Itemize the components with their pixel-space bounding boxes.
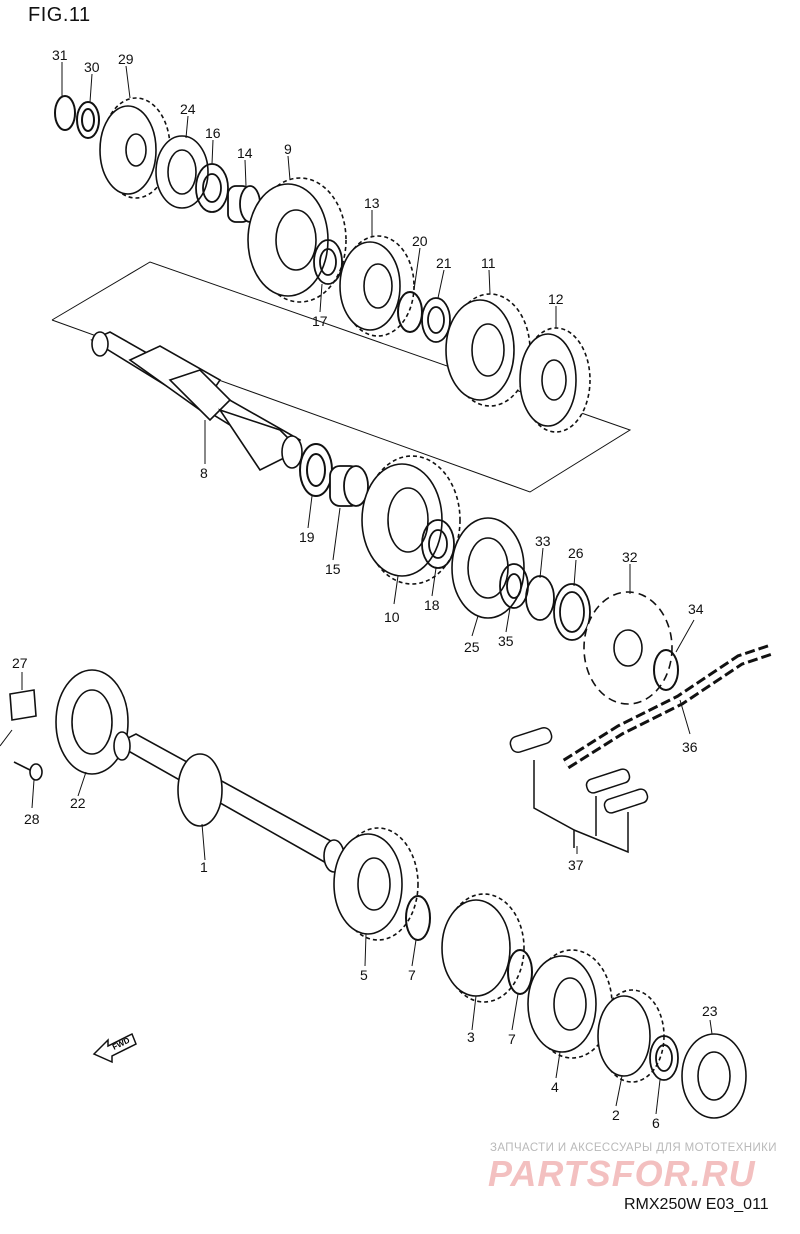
callout-30: 30 — [84, 59, 100, 75]
callout-24: 24 — [180, 101, 196, 117]
callout-16: 16 — [205, 125, 221, 141]
chain-joint-37 — [509, 726, 649, 854]
model-code: RMX250W E03_011 — [624, 1196, 769, 1213]
countershaft-frame — [51, 261, 632, 493]
gear-29 — [99, 97, 171, 199]
callout-4: 4 — [551, 1079, 559, 1095]
callout-9: 9 — [284, 141, 292, 157]
watermark-logo: PARTSFOR.RU — [488, 1153, 756, 1194]
washer-17 — [313, 239, 343, 285]
callout-23: 23 — [702, 1003, 718, 1019]
washer-19 — [299, 443, 333, 497]
callout-7b: 7 — [508, 1031, 516, 1047]
circlip-31 — [54, 95, 76, 131]
callout-35: 35 — [498, 633, 514, 649]
callout-32: 32 — [622, 549, 638, 565]
callout-22: 22 — [70, 795, 86, 811]
callout-6: 6 — [652, 1115, 660, 1131]
fwd-arrow-icon: FWD — [92, 1032, 137, 1064]
washer-18 — [421, 519, 455, 569]
o-ring-33 — [525, 575, 555, 621]
sprocket-32 — [583, 591, 673, 705]
gear-4 — [527, 949, 613, 1059]
circlip-7a — [405, 895, 431, 941]
bearing-24 — [155, 135, 209, 209]
watermark-tagline: ЗАПЧАСТИ И АКСЕССУАРЫ ДЛЯ МОТОТЕХНИКИ — [490, 1142, 777, 1154]
gear-13 — [339, 235, 415, 337]
callout-27: 27 — [12, 655, 28, 671]
washer-30 — [76, 101, 100, 139]
callout-1: 1 — [200, 859, 208, 875]
driveshaft-1 — [113, 731, 345, 873]
circlip-34 — [653, 649, 679, 691]
callout-26: 26 — [568, 545, 584, 561]
circlip-7b — [507, 949, 533, 995]
callout-20: 20 — [412, 233, 428, 249]
gear-12 — [519, 327, 591, 433]
callout-31: 31 — [52, 47, 68, 63]
callout-8: 8 — [200, 465, 208, 481]
callout-7a: 7 — [408, 967, 416, 983]
callout-25: 25 — [464, 639, 480, 655]
callout-15: 15 — [325, 561, 341, 577]
callout-21: 21 — [436, 255, 452, 271]
bearing-stopper-27 — [9, 689, 37, 721]
callout-2: 2 — [612, 1107, 620, 1123]
gear-5 — [333, 827, 419, 941]
bearing-22 — [55, 669, 129, 775]
gear-10 — [361, 455, 461, 585]
callout-10: 10 — [384, 609, 400, 625]
callout-14: 14 — [237, 145, 253, 161]
screw-28 — [13, 761, 43, 781]
callout-29: 29 — [118, 51, 134, 67]
callout-18: 18 — [424, 597, 440, 613]
gear-11 — [445, 293, 531, 407]
callout-19: 19 — [299, 529, 315, 545]
washer-6 — [649, 1035, 679, 1081]
leader-lines — [0, 62, 713, 1115]
bearing-25 — [451, 517, 525, 619]
bearing-23 — [681, 1033, 747, 1119]
callout-labels: 31 30 29 24 16 14 9 13 17 20 21 11 12 8 … — [12, 47, 718, 1131]
callout-11: 11 — [481, 255, 496, 271]
callout-34: 34 — [688, 601, 704, 617]
countershaft-8 — [90, 331, 303, 472]
figure-title: FIG.11 — [28, 4, 91, 26]
callout-33: 33 — [535, 533, 551, 549]
callout-37: 37 — [568, 857, 584, 873]
washer-21 — [421, 297, 451, 343]
gear-2 — [597, 989, 665, 1083]
callout-13: 13 — [364, 195, 380, 211]
oil-seal-26 — [553, 583, 591, 641]
gear-3 — [441, 893, 525, 1003]
callout-28: 28 — [24, 811, 40, 827]
callout-12: 12 — [548, 291, 564, 307]
bushing-15 — [329, 465, 369, 507]
callout-3: 3 — [467, 1029, 475, 1045]
callout-36: 36 — [682, 739, 698, 755]
callout-17: 17 — [312, 313, 328, 329]
callout-5: 5 — [360, 967, 368, 983]
